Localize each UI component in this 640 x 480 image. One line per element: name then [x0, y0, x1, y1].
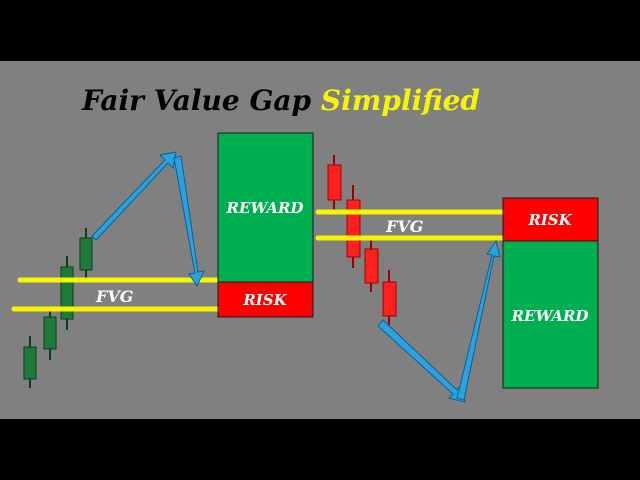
bull-candle-2 [43, 308, 57, 360]
bear-candle-4 [382, 270, 397, 325]
bull-candle-3 [60, 256, 74, 330]
left-risk-label: RISK [242, 291, 287, 309]
left-fvg-zone: FVG [11, 277, 221, 312]
right-risk-box [502, 197, 599, 242]
letterbox-bottom [0, 419, 640, 480]
left-reward-box [217, 132, 314, 283]
letterbox-top [0, 0, 640, 61]
right-price-arrow [377, 239, 501, 403]
down-arrow-icon [377, 319, 466, 403]
bull-candle-1 [23, 336, 37, 388]
down-arrow-icon [173, 155, 205, 288]
left-trade-boxes: REWARD RISK [217, 132, 314, 318]
up-arrow-icon [91, 151, 177, 241]
left-risk-box [217, 281, 314, 318]
title-main: Fair Value Gap [82, 84, 312, 117]
right-reward-box [502, 240, 599, 389]
up-arrow-icon [456, 239, 501, 401]
bear-candle-2 [346, 185, 361, 268]
left-reward-label: REWARD [226, 199, 304, 217]
right-trade-boxes: RISK REWARD [502, 197, 599, 389]
right-reward-label: REWARD [511, 307, 589, 325]
bear-candle-3 [364, 240, 379, 292]
right-fvg-label: FVG [385, 217, 423, 236]
right-risk-label: RISK [527, 211, 572, 229]
title-accent: Simplified [320, 84, 480, 117]
bear-candle-1 [327, 155, 342, 210]
right-fvg-zone: FVG [315, 209, 506, 241]
page-title: Fair Value Gap Simplified [0, 84, 640, 118]
bull-candle-4 [79, 228, 93, 278]
left-price-arrow [91, 151, 205, 288]
left-fvg-label: FVG [95, 287, 133, 306]
